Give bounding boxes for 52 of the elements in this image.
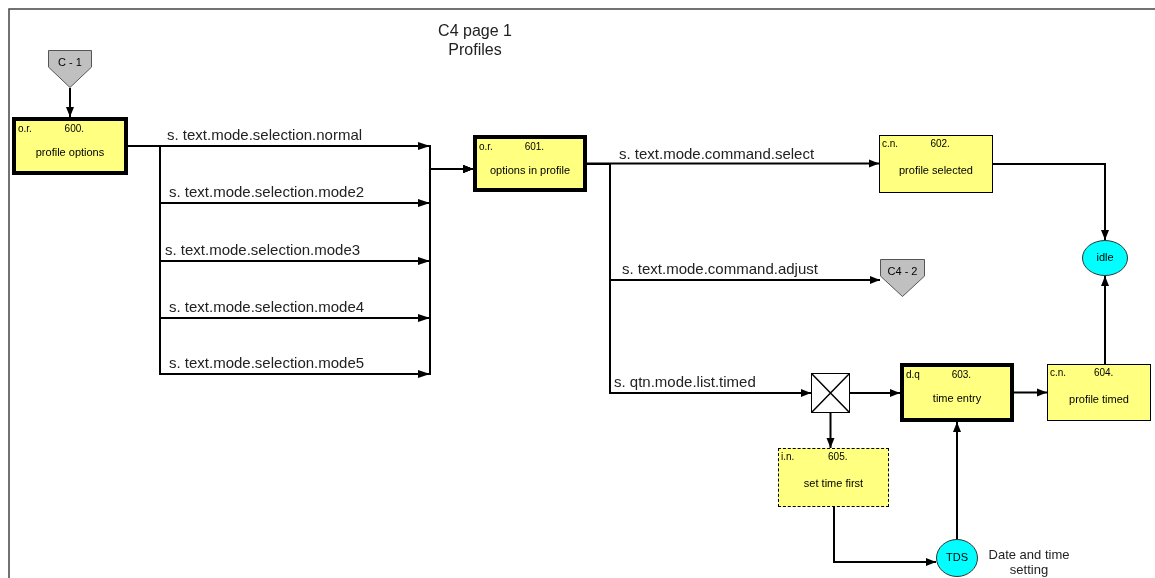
node-number: 602. (930, 138, 950, 149)
edge-label: s. text.mode.selection.mode2 (168, 184, 366, 200)
node-label: options in profile (488, 164, 572, 176)
node-code: c.n. (882, 138, 899, 149)
node-label: profile timed (1068, 393, 1130, 405)
process-box (900, 363, 1014, 422)
edge-label: s. text.mode.command.select (618, 146, 816, 162)
node-number: 603. (951, 369, 972, 380)
diagram-title: C4 page 1 (437, 22, 513, 40)
off-page-connector (48, 50, 92, 88)
node-code: o.r. (479, 141, 493, 152)
node-number: 605. (828, 451, 848, 462)
node-code: c.n. (1050, 367, 1067, 378)
edge-label: s. text.mode.selection.mode5 (168, 355, 366, 371)
arrow (953, 421, 961, 540)
process-box (879, 135, 993, 193)
arrow (849, 389, 901, 397)
node-label: profile selected (898, 164, 974, 176)
off-page-connector (880, 259, 925, 297)
process-box (778, 448, 889, 507)
process-box (473, 135, 587, 192)
node-label: time entry (931, 392, 983, 404)
edge-label: s. text.mode.selection.normal (166, 127, 364, 143)
node-label: set time first (802, 477, 865, 489)
node-code: o.r. (18, 123, 32, 134)
node-label: TDS (945, 551, 969, 563)
node-number: 600. (64, 123, 85, 134)
arrow (826, 412, 835, 449)
edge-label: s. text.mode.command.adjust (621, 261, 819, 277)
node-code: d.q (906, 369, 920, 380)
node-label: idle (1095, 251, 1115, 263)
node-label: C - 1 (57, 56, 83, 68)
node-label: profile options (34, 146, 106, 158)
edge-label: s. qtn.mode.list.timed (613, 374, 757, 390)
state-circle (1082, 240, 1128, 276)
diagram-subtitle: Profiles (447, 41, 503, 59)
edge-label: s. text.mode.selection.mode4 (168, 299, 366, 315)
node-label: C4 - 2 (886, 265, 919, 277)
arrow (1013, 388, 1048, 397)
process-box (12, 117, 128, 175)
arrow (833, 506, 937, 566)
node-code: i.n. (781, 451, 795, 462)
arrow (66, 87, 74, 118)
node-number: 604. (1093, 367, 1114, 378)
edge-label: s. text.mode.selection.mode3 (164, 242, 362, 258)
node-number: 601. (524, 141, 545, 152)
crossed-box (811, 373, 850, 413)
arrow (1101, 275, 1109, 365)
process-box (1047, 364, 1151, 421)
arrow (992, 163, 1109, 241)
node-caption: Date and time setting (987, 547, 1071, 577)
state-circle (936, 539, 978, 577)
